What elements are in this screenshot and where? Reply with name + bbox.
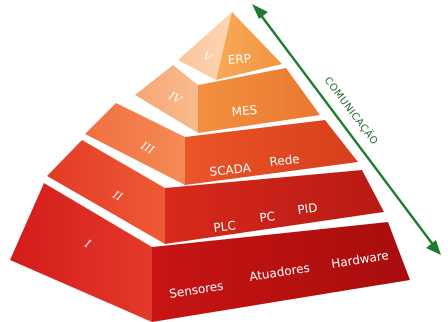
pyramid-level-5: V ERP (178, 12, 282, 80)
level-2-label-pid: PID (297, 201, 319, 217)
level-4-right-face (198, 68, 320, 133)
level-4-left-face (135, 65, 198, 133)
level-3-right-face (185, 120, 358, 185)
level-3-roman-numeral: III (138, 139, 157, 157)
level-1-left-face (10, 183, 152, 322)
communication-arrow-head-top (252, 4, 268, 19)
pyramid-level-1: I Sensores Atuadores Hardware (10, 183, 410, 322)
pyramid-level-4: IV MES (135, 65, 320, 133)
level-5-left-face (178, 12, 232, 80)
level-1-right-face (152, 222, 410, 322)
level-2-left-face (47, 140, 165, 244)
communication-arrow-head-bottom (426, 240, 441, 255)
pyramid-level-3: III SCADA Rede (85, 103, 358, 185)
level-4-label-mes: MES (231, 103, 258, 119)
communication-arrow-line (259, 13, 435, 247)
level-5-label-erp: ERP (227, 51, 251, 67)
level-2-right-face (165, 170, 384, 244)
level-5-right-face (216, 12, 282, 80)
level-3-label-rede: Rede (269, 152, 300, 169)
level-3-label-scada: SCADA (209, 161, 252, 179)
level-1-roman-numeral: I (82, 237, 93, 251)
level-3-left-face (85, 103, 185, 185)
pyramid-level-2: II PLC PC PID (47, 140, 384, 244)
level-2-label-plc: PLC (213, 218, 237, 235)
level-2-label-pc: PC (259, 209, 276, 225)
